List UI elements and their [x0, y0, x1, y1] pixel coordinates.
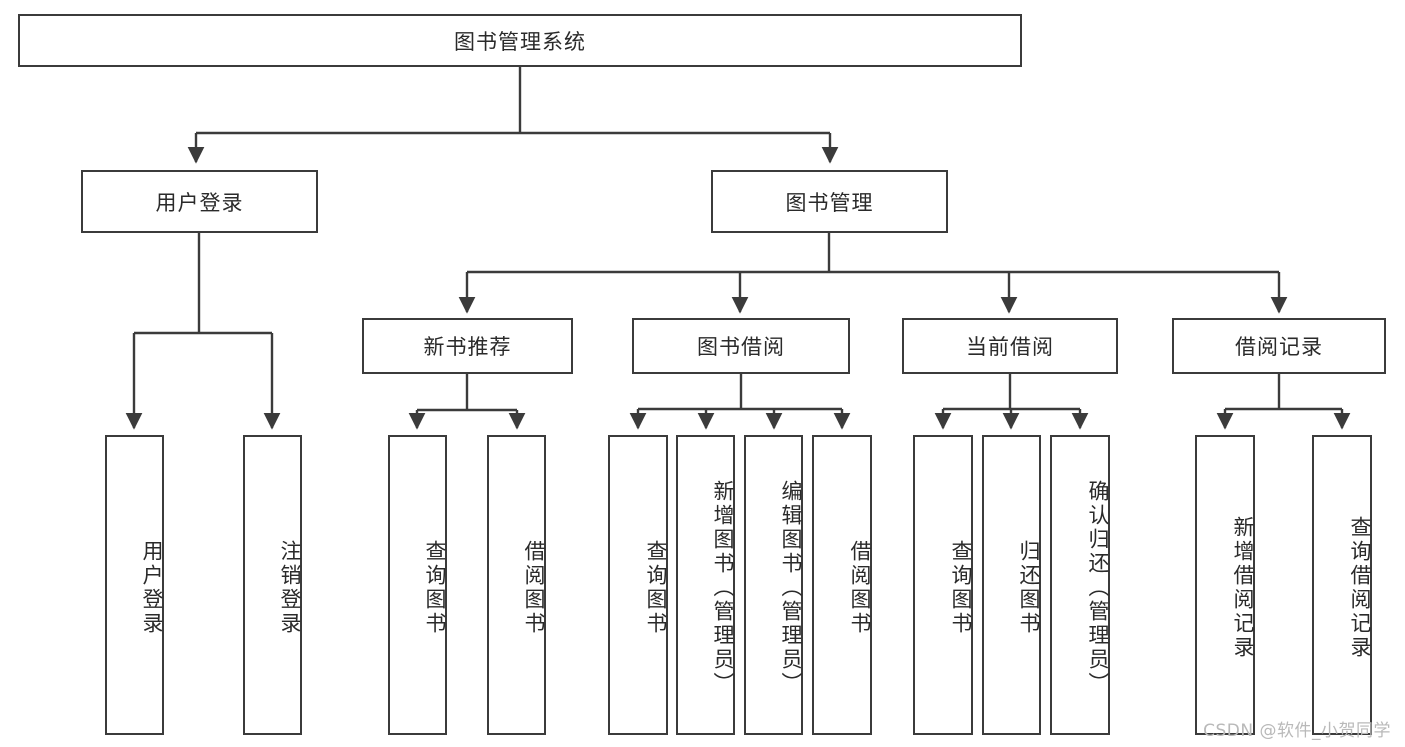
node-leaf-8[interactable]: 查询图书 [913, 435, 973, 735]
node-leaf-0-label: 用户登录 [140, 540, 164, 636]
node-leaf-11-label: 新增借阅记录 [1231, 516, 1255, 660]
node-level3-0[interactable]: 新书推荐 [362, 318, 573, 374]
node-leaf-5[interactable]: 新增图书（管理员） [676, 435, 735, 735]
node-level2-1[interactable]: 图书管理 [711, 170, 948, 233]
node-leaf-3[interactable]: 借阅图书 [487, 435, 546, 735]
node-leaf-1-label: 注销登录 [278, 540, 302, 636]
node-leaf-11[interactable]: 新增借阅记录 [1195, 435, 1255, 735]
node-leaf-8-label: 查询图书 [949, 540, 973, 636]
watermark-text: CSDN @软件_小贺同学 [1203, 721, 1391, 741]
node-leaf-6-label: 编辑图书（管理员） [779, 480, 803, 696]
node-leaf-2-label: 查询图书 [423, 540, 447, 636]
node-leaf-4-label: 查询图书 [644, 540, 668, 636]
node-level2-1-label: 图书管理 [785, 190, 874, 215]
node-level2-0-label: 用户登录 [155, 190, 244, 215]
node-leaf-4[interactable]: 查询图书 [608, 435, 668, 735]
node-level3-1-label: 图书借阅 [697, 335, 785, 359]
node-leaf-5-label: 新增图书（管理员） [711, 480, 735, 696]
node-leaf-0[interactable]: 用户登录 [105, 435, 164, 735]
node-leaf-12-label: 查询借阅记录 [1348, 516, 1372, 660]
node-leaf-7[interactable]: 借阅图书 [812, 435, 872, 735]
node-leaf-9[interactable]: 归还图书 [982, 435, 1041, 735]
node-level3-0-label: 新书推荐 [423, 335, 512, 359]
node-level3-2-label: 当前借阅 [966, 335, 1054, 359]
node-leaf-12[interactable]: 查询借阅记录 [1312, 435, 1372, 735]
node-level3-1[interactable]: 图书借阅 [632, 318, 850, 374]
node-root[interactable]: 图书管理系统 [18, 14, 1022, 67]
node-leaf-10[interactable]: 确认归还（管理员） [1050, 435, 1110, 735]
node-level3-2[interactable]: 当前借阅 [902, 318, 1118, 374]
node-leaf-6[interactable]: 编辑图书（管理员） [744, 435, 803, 735]
node-level2-0[interactable]: 用户登录 [81, 170, 318, 233]
node-root-label: 图书管理系统 [454, 29, 586, 54]
node-leaf-3-label: 借阅图书 [522, 540, 546, 636]
node-leaf-10-label: 确认归还（管理员） [1086, 480, 1110, 696]
node-level3-3-label: 借阅记录 [1235, 335, 1323, 359]
node-leaf-2[interactable]: 查询图书 [388, 435, 447, 735]
node-leaf-1[interactable]: 注销登录 [243, 435, 302, 735]
node-level3-3[interactable]: 借阅记录 [1172, 318, 1386, 374]
node-leaf-7-label: 借阅图书 [848, 540, 872, 636]
node-leaf-9-label: 归还图书 [1017, 540, 1041, 636]
